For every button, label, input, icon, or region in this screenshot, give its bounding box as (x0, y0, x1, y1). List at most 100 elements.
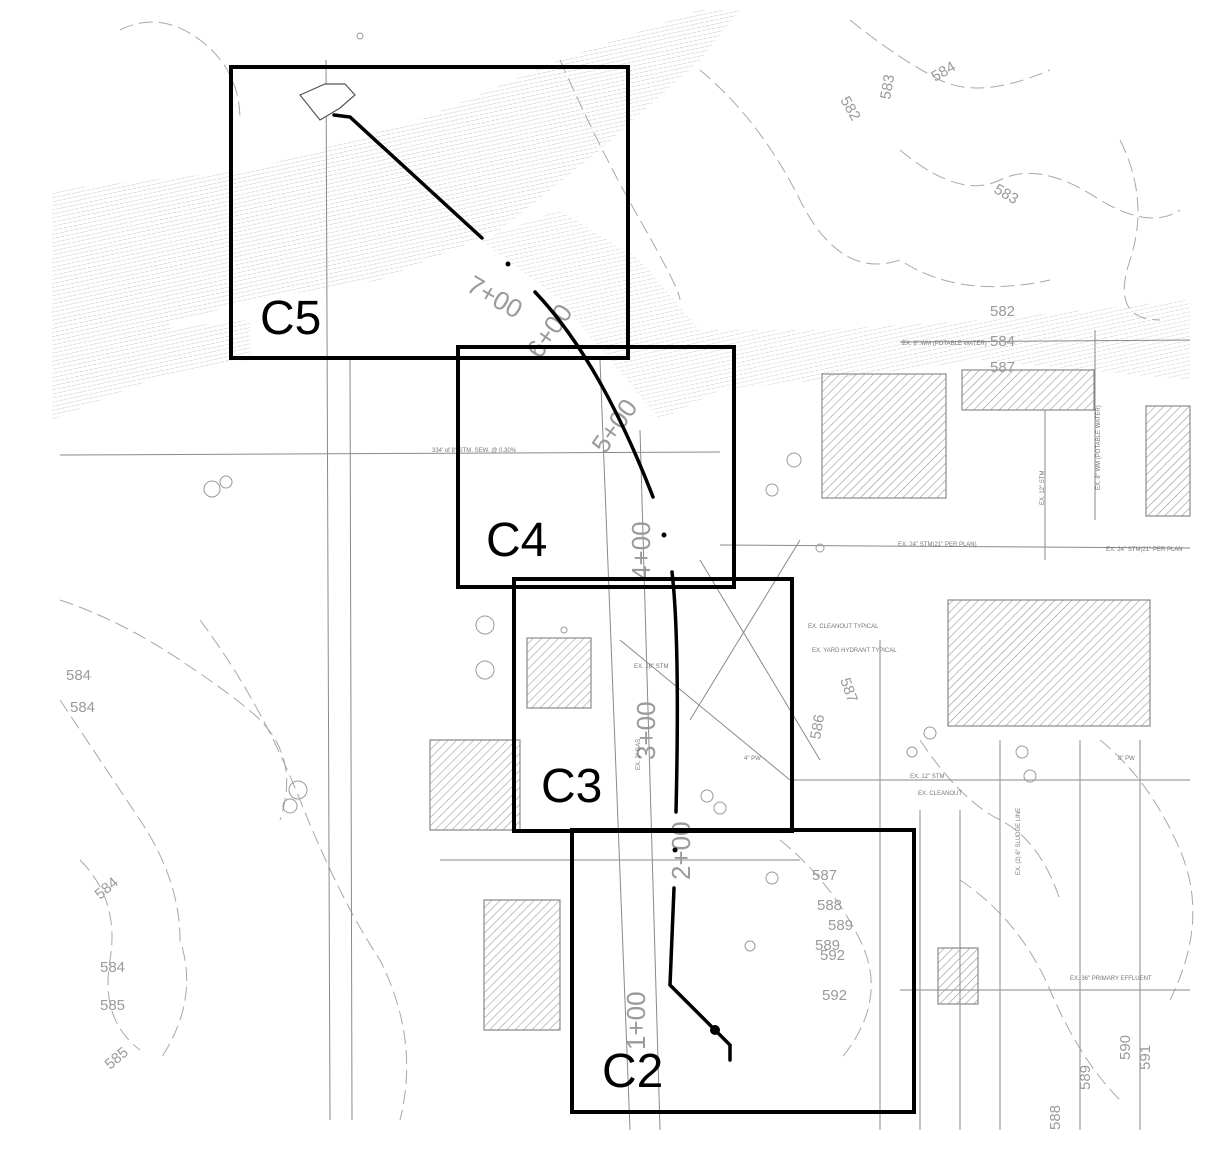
alignment-node (505, 261, 511, 267)
contour-label: 582 (990, 303, 1015, 320)
contour-label: 584 (929, 58, 959, 85)
contour-label: 589 (1077, 1065, 1094, 1090)
station-label: 1+00 (621, 991, 651, 1050)
contour-line (79, 859, 141, 1051)
storm-line-24 (719, 544, 1191, 549)
contour-label: 585 (102, 1044, 132, 1073)
tree-symbols (203, 32, 1037, 952)
contour-line (1119, 139, 1161, 321)
road-edge (639, 429, 661, 1131)
contour-label: 585 (100, 997, 125, 1014)
alignment-node (710, 1025, 720, 1035)
contour-line (779, 839, 872, 1061)
proposed-alignment (533, 290, 655, 499)
building (947, 599, 1151, 727)
road-edge (599, 359, 631, 1131)
contour-line (849, 19, 1051, 89)
contour-line (699, 69, 1051, 288)
contour-label: 588 (817, 897, 842, 914)
proposed-alignment (670, 570, 680, 814)
contour-label: 589 (828, 917, 853, 934)
contour-line (1099, 739, 1194, 1001)
contour-label: 584 (990, 333, 1015, 350)
contour-label: 587 (812, 867, 837, 884)
contour-label: 586 (807, 713, 828, 741)
note-cleanout-typical: EX. CLEANOUT TYPICAL (808, 624, 879, 630)
building (821, 373, 947, 499)
note-cleanout: EX. CLEANOUT (918, 791, 962, 797)
contour-line (899, 149, 1181, 219)
utility-diagonal (699, 559, 821, 761)
contour-label: 587 (836, 676, 861, 705)
note-water-main: EX. 8" WM (POTABLE WATER) (902, 341, 987, 347)
building (483, 899, 561, 1031)
utility-diagonal (689, 539, 801, 721)
water-main-line (899, 339, 1191, 343)
note-pw-8: 8" PW (1118, 756, 1135, 762)
note-yard-hydrant: EX. YARD HYDRANT TYPICAL (812, 648, 897, 654)
contour-line (59, 699, 188, 1061)
note-water-main-vertical: EX. 8" WM (POTABLE WATER) (1096, 405, 1102, 490)
contour-line (199, 619, 408, 1121)
contour-label: 591 (1137, 1045, 1154, 1070)
contour-label: 589 (815, 937, 840, 954)
alignment-node (672, 847, 678, 853)
storm-sewer-line (59, 451, 721, 456)
contour-label: 592 (820, 947, 845, 964)
utility-notes: EX. 8" WM (POTABLE WATER) 334' of 8" STM… (432, 341, 1183, 982)
contour-label: 592 (822, 987, 847, 1004)
contour-line (559, 59, 681, 301)
utility-diagonal (619, 639, 791, 781)
contour-label: 590 (1117, 1035, 1134, 1060)
road-edge (349, 359, 353, 1121)
contour-label: 582 (837, 94, 864, 124)
headwall-symbol (299, 83, 356, 121)
hillside-band-2 (480, 210, 1190, 420)
station-label: 7+00 (462, 269, 528, 324)
contour-label: 584 (70, 699, 95, 716)
building (526, 637, 592, 709)
building (937, 947, 979, 1005)
station-label: 3+00 (631, 701, 661, 760)
sheet-label-c2: C2 (602, 1045, 663, 1098)
note-storm-12b: EX. 12" STM (910, 774, 944, 780)
proposed-alignment (668, 886, 732, 1062)
note-storm-sewer: 334' of 8" STM. SEW. @ 0.30% (432, 448, 517, 454)
note-primary-effluent: EX. 36" PRIMARY EFFLUENT (1070, 976, 1152, 982)
note-storm-24b: EX. 24" STM(21" PER PLAN (1106, 547, 1183, 553)
contour-label: 588 (1047, 1105, 1064, 1130)
building (961, 369, 1095, 411)
note-storm-12: EX. 12" STM (1040, 471, 1046, 505)
sheet-viewport-c2[interactable]: C2 (570, 828, 916, 1114)
note-sludge: EX. (2) 6" SLUDGE LINE (1016, 808, 1022, 875)
contour-label: 584 (100, 959, 125, 976)
contour-label: 583 (877, 73, 898, 101)
station-label: 4+00 (626, 521, 656, 580)
contour-line (919, 739, 1061, 901)
sheet-viewport-c3[interactable]: C3 (512, 577, 794, 833)
sheet-viewport-c5[interactable]: C5 (229, 65, 630, 360)
contour-label: 584 (66, 667, 91, 684)
contour-label: 583 (991, 181, 1021, 208)
building (1145, 405, 1191, 517)
building (429, 739, 521, 831)
note-storm-24: EX. 24" STM(21" PER PLAN) (898, 542, 977, 548)
sheet-label-c5: C5 (260, 292, 321, 345)
sheet-viewports: C5 C4 C3 C2 (229, 65, 916, 1114)
sheet-viewport-c4[interactable]: C4 (456, 345, 736, 589)
note-storm-18: EX. 18" STM (634, 664, 668, 670)
contour-label: 587 (990, 359, 1015, 376)
hillside-band-3 (52, 320, 250, 420)
drawing-area: 1+00 2+00 3+00 4+00 5+00 6+00 7+00 582 5… (52, 10, 1194, 1131)
note-pw-4: 4" PW (744, 756, 761, 762)
note-gas: EX. 2" GAS (636, 739, 642, 770)
road-edge (325, 59, 331, 1121)
stationing: 1+00 2+00 3+00 4+00 5+00 6+00 7+00 (462, 269, 696, 1050)
sheet-label-c4: C4 (486, 514, 547, 567)
hillside-band (52, 10, 740, 340)
alignment-node (661, 532, 667, 538)
contour-line (119, 21, 241, 121)
contour-label: 584 (92, 874, 122, 903)
proposed-alignment (332, 113, 484, 240)
